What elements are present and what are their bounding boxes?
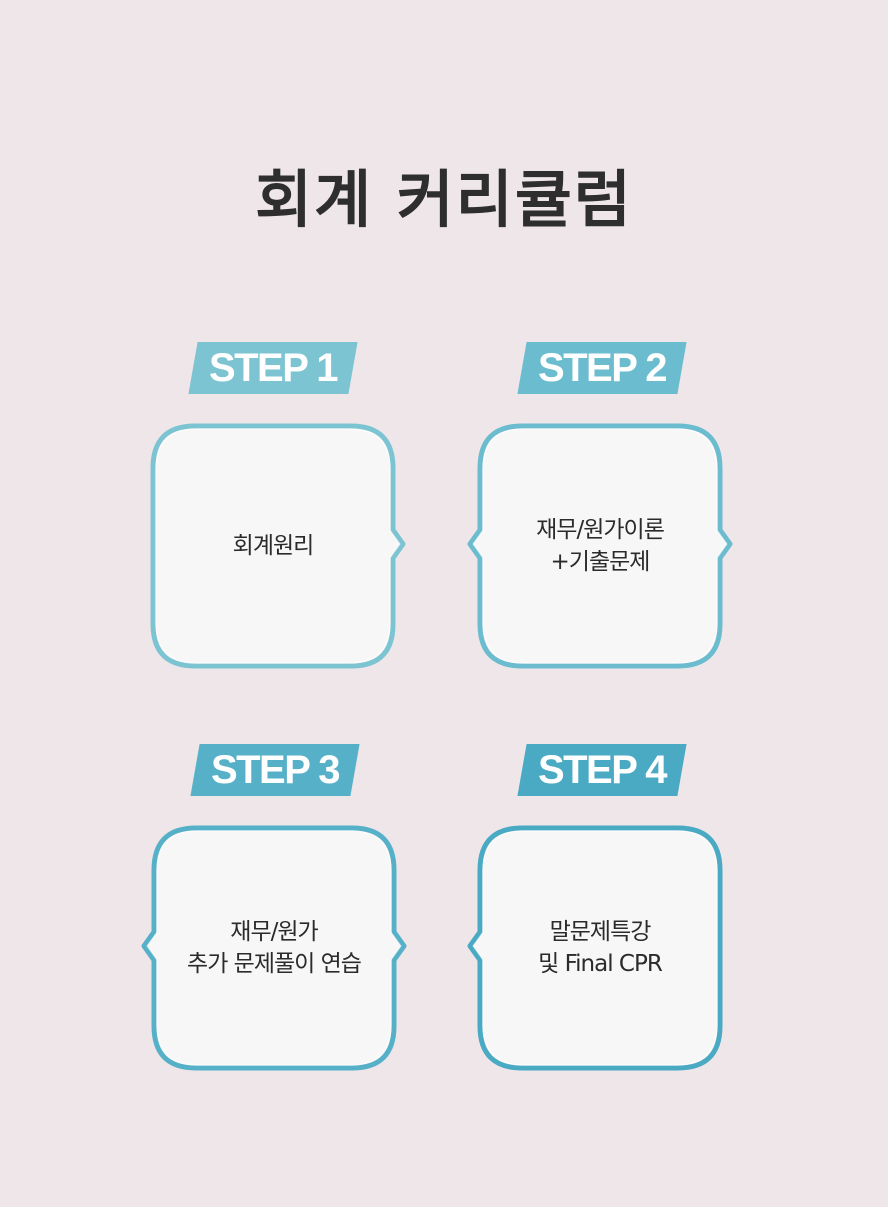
step-3-card: 재무/원가 추가 문제풀이 연습 xyxy=(141,822,407,1074)
step-2-badge-label: STEP 2 xyxy=(537,345,668,390)
step-2-card-text: 재무/원가이론 +기출문제 xyxy=(488,420,712,672)
step-2-card-line-1: 재무/원가이론 xyxy=(536,517,665,543)
step-1-card: 회계원리 xyxy=(147,420,406,672)
step-1-card-text: 회계원리 xyxy=(161,420,385,672)
step-3-card-line-2: 추가 문제풀이 연습 xyxy=(187,951,362,977)
step-2-card-border xyxy=(467,423,733,669)
step-2-card-line-2: +기출문제 xyxy=(550,549,651,575)
step-3-card-inner-highlight xyxy=(146,830,402,1066)
step-3-badge: STEP 3 xyxy=(190,744,360,796)
step-1-card-frame xyxy=(150,423,406,669)
step-1-badge-label: STEP 1 xyxy=(208,345,339,390)
step-3-card-border xyxy=(141,825,407,1071)
step-1-card-inner-highlight xyxy=(155,428,401,664)
step-3-card-text: 재무/원가 추가 문제풀이 연습 xyxy=(162,822,386,1074)
step-4-card-inner-highlight xyxy=(472,830,718,1066)
step-2-card-frame xyxy=(467,423,733,669)
step-4-card-text: 말문제특강 및 Final CPR xyxy=(488,822,712,1074)
step-1-badge: STEP 1 xyxy=(188,342,358,394)
step-2-badge: STEP 2 xyxy=(517,342,687,394)
step-4-badge-label: STEP 4 xyxy=(537,747,668,792)
step-4-card-frame xyxy=(467,825,723,1071)
page-title: 회계 커리큘럼 xyxy=(255,163,633,236)
step-2-card: 재무/원가이론 +기출문제 xyxy=(467,420,733,672)
step-3-card-frame xyxy=(141,825,407,1071)
step-4-badge: STEP 4 xyxy=(517,744,687,796)
step-3-card-line-1: 재무/원가 xyxy=(230,919,318,945)
step-1-card-line-1: 회계원리 xyxy=(232,533,315,559)
step-4-card-line-1: 말문제특강 xyxy=(549,919,652,945)
step-4-card-border xyxy=(467,825,723,1071)
step-3-badge-label: STEP 3 xyxy=(210,747,341,792)
step-4-card: 말문제특강 및 Final CPR xyxy=(467,822,726,1074)
step-2-card-inner-highlight xyxy=(472,428,728,664)
step-1-card-border xyxy=(150,423,406,669)
step-4-card-line-2: 및 Final CPR xyxy=(538,951,663,977)
